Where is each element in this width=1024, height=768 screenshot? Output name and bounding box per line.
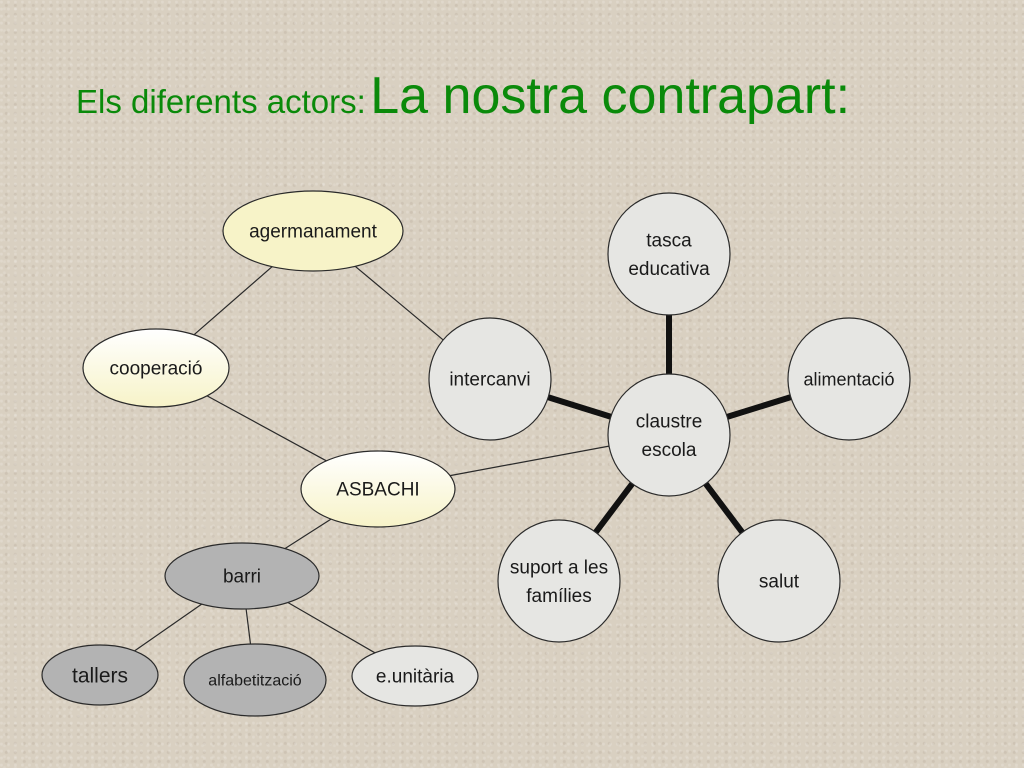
node-label-alfabetitzacio: alfabetització [208, 673, 301, 690]
edge-barri-tallers [134, 603, 203, 652]
edge-barri-alfabetitzacio [245, 608, 252, 645]
edge-asbachi-barri [284, 518, 332, 550]
node-shape-salut [717, 519, 841, 643]
slide-title: Els diferents actors: La nostra contrapa… [76, 66, 996, 126]
node-label-barri: barri [223, 567, 261, 588]
node-alfabetitzacio: alfabetització [183, 643, 327, 717]
edge-cooperacio-asbachi [206, 395, 327, 462]
node-label-salut: salut [759, 572, 800, 593]
node-label-tallers: tallers [72, 664, 128, 687]
node-shape-tallers [41, 644, 159, 706]
node-tasca: tasca educativa [607, 192, 731, 316]
node-label-asbachi: ASBACHI [336, 480, 419, 501]
node-cooperacio: cooperació [82, 328, 230, 408]
node-label-suport: famílies [526, 586, 591, 607]
node-intercanvi: intercanvi [428, 317, 552, 441]
edge-claustre-suport [593, 481, 635, 535]
node-label-eunitaria: e.unitària [376, 667, 455, 688]
edges-layer [134, 265, 792, 654]
node-tallers: tallers [41, 644, 159, 706]
node-label-tasca: educativa [628, 259, 710, 280]
node-label-alimentacio: alimentació [803, 369, 894, 389]
node-shape-alimentacio [787, 317, 911, 441]
node-agermanament: agermanament [222, 190, 404, 272]
node-claustre: claustre escola [607, 373, 731, 497]
node-label-suport: suport a les [510, 557, 608, 578]
node-alimentacio: alimentació [787, 317, 911, 441]
edge-asbachi-claustre [449, 445, 610, 477]
node-shape-cooperacio [82, 328, 230, 408]
title-prefix: Els diferents actors: [76, 83, 366, 120]
edge-agermanament-intercanvi [354, 265, 444, 341]
node-shape-alfabetitzacio [183, 643, 327, 717]
node-label-tasca: tasca [646, 230, 692, 251]
edge-agermanament-cooperacio [193, 266, 273, 336]
node-eunitaria: e.unitària [351, 645, 479, 707]
node-shape-agermanament [222, 190, 404, 272]
node-shape-claustre [607, 373, 731, 497]
edge-claustre-salut [703, 481, 745, 535]
edge-barri-eunitaria [287, 601, 376, 654]
node-barri: barri [164, 542, 320, 610]
edge-claustre-intercanvi [547, 394, 612, 420]
title-main: La nostra contrapart: [370, 67, 851, 125]
node-label-claustre: escola [642, 440, 697, 461]
node-label-agermanament: agermanament [249, 222, 378, 243]
node-suport: suport a les famílies [497, 519, 621, 643]
edge-claustre-alimentacio [726, 394, 792, 420]
node-salut: salut [717, 519, 841, 643]
node-shape-intercanvi [428, 317, 552, 441]
node-label-cooperacio: cooperació [110, 359, 203, 380]
node-shape-barri [164, 542, 320, 610]
node-shape-tasca [607, 192, 731, 316]
node-shape-suport [497, 519, 621, 643]
node-shape-eunitaria [351, 645, 479, 707]
node-shape-asbachi [300, 450, 456, 528]
node-asbachi: ASBACHI [300, 450, 456, 528]
node-label-intercanvi: intercanvi [449, 370, 530, 391]
node-label-claustre: claustre [636, 411, 703, 432]
